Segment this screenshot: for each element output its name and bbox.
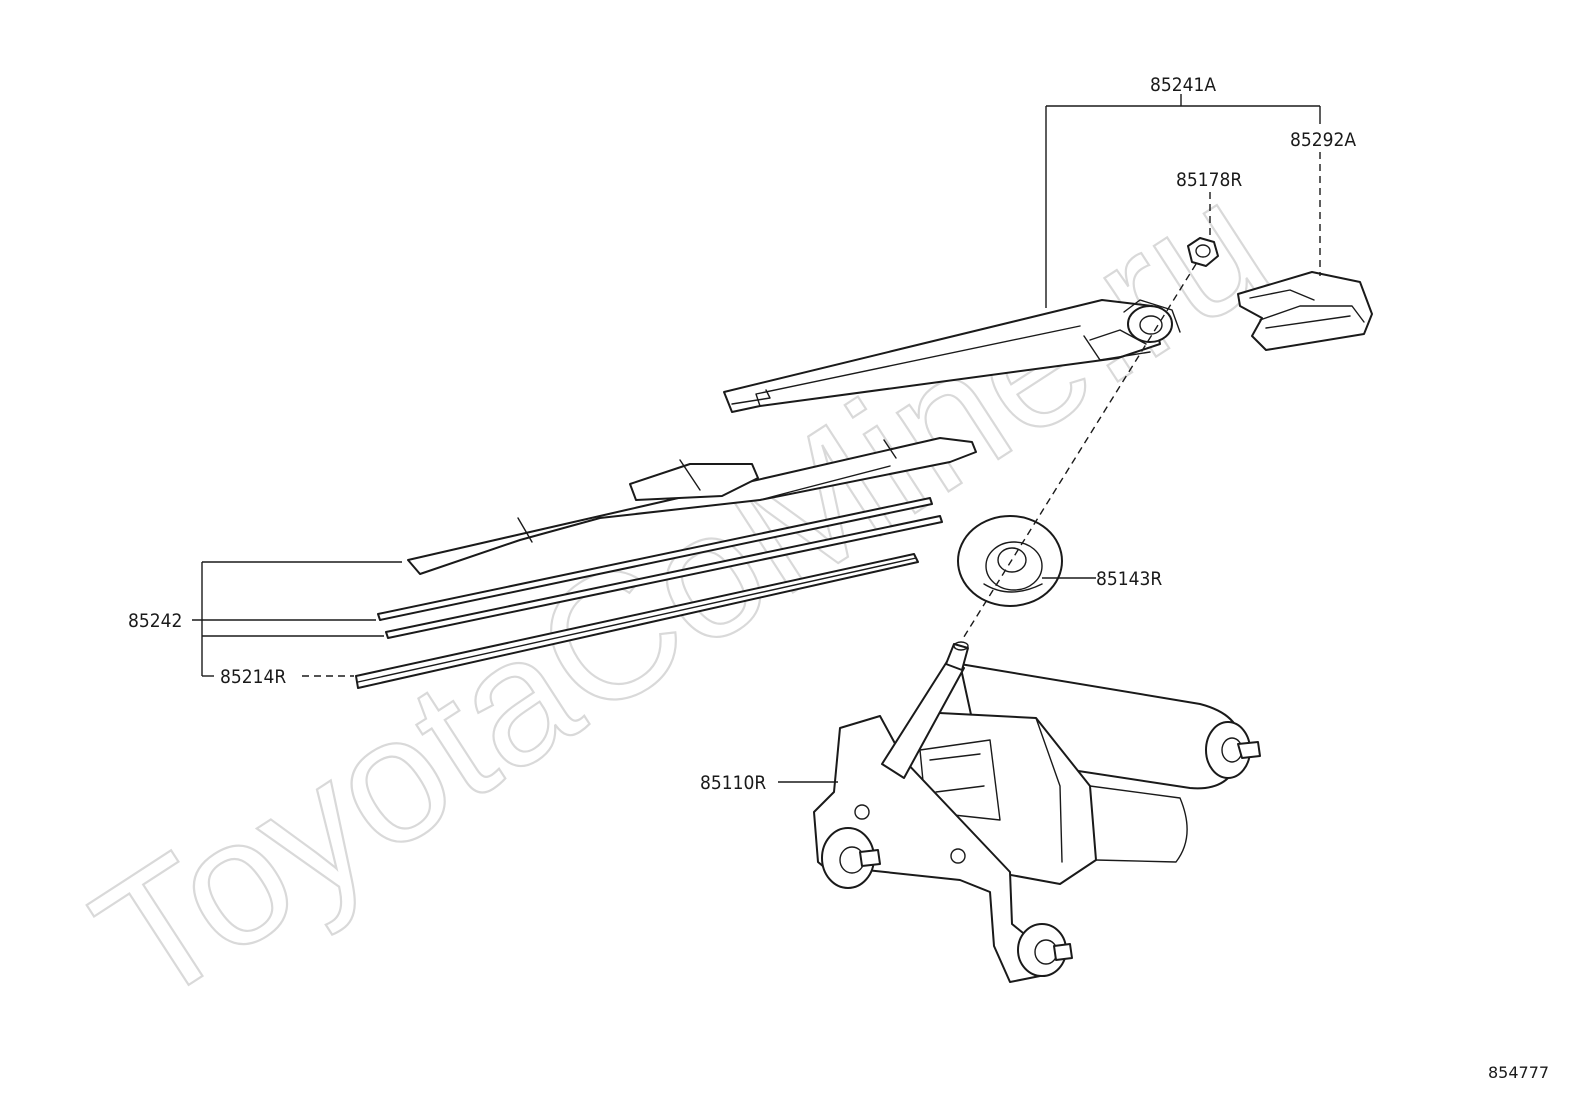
callout-85143R: 85143R xyxy=(1096,568,1162,590)
leader-lines xyxy=(192,94,1321,783)
wiper-arm-cover xyxy=(1237,271,1373,351)
callout-85214R: 85214R xyxy=(220,666,286,688)
wiper-arm xyxy=(723,299,1181,413)
wiper-pivot-cap xyxy=(957,515,1063,607)
wiper-blade xyxy=(407,437,977,575)
callout-85241A: 85241A xyxy=(1150,74,1216,96)
wiper-arm-nut xyxy=(1187,237,1219,267)
callout-labels: 85241A 85292A 85178R 85143R 85242 85214R… xyxy=(128,74,1356,794)
diagram-code: 854777 xyxy=(1488,1063,1549,1082)
watermark-text: ToyotaCoMine.ru xyxy=(62,142,1299,1042)
callout-85178R: 85178R xyxy=(1176,169,1242,191)
callout-85242: 85242 xyxy=(128,610,182,632)
callout-85110R: 85110R xyxy=(700,772,766,794)
wiper-blade-strips xyxy=(355,497,943,689)
callout-85292A: 85292A xyxy=(1290,129,1356,151)
wiper-motor xyxy=(813,641,1261,983)
